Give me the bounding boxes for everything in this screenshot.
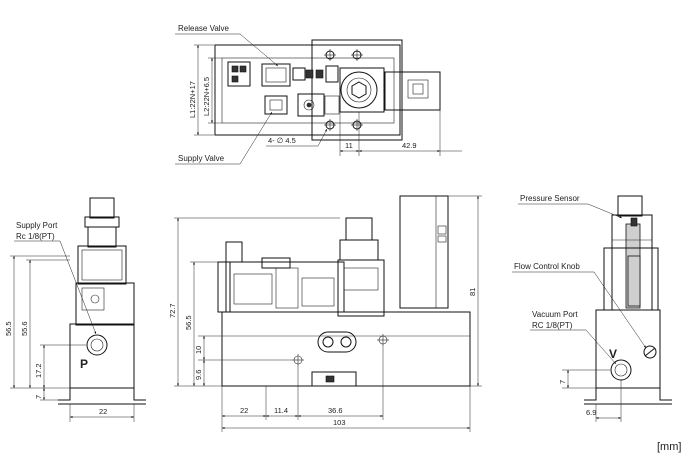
- dim-front-9-6: 9.6: [194, 370, 203, 380]
- dim-left-56-5: 56.5: [4, 321, 13, 336]
- dim-front-22: 22: [240, 406, 248, 415]
- dim-front-72-7: 72.7: [168, 303, 177, 318]
- dim-right-6-9: 6.9: [586, 408, 596, 417]
- dim-front-103: 103: [333, 418, 346, 427]
- dim-42-9: 42.9: [402, 141, 417, 150]
- dim-left-55-6: 55.6: [20, 321, 29, 336]
- right-view: V Pressure Sensor Flow Control Knob Vacu…: [512, 194, 672, 422]
- dim-11: 11: [345, 141, 353, 150]
- dim-l2: L2:22N+6.5: [202, 77, 211, 116]
- dim-front-10: 10: [194, 346, 203, 354]
- flow-control-knob-label: Flow Control Knob: [514, 262, 580, 271]
- top-view: Release Valve Supply Valve L1:22N+17 L2:…: [175, 24, 462, 165]
- dim-right-7: 7: [558, 380, 567, 384]
- supply-port-label: Supply Port: [16, 221, 58, 230]
- dim-front-56-5: 56.5: [184, 315, 193, 330]
- left-view: P Supply Port Rc 1/8(PT) 56.5 55.6 17.2 …: [4, 197, 146, 422]
- dim-l1: L1:22N+17: [188, 81, 197, 118]
- dim-left-17-2: 17.2: [34, 363, 43, 378]
- front-view: 72.7 56.5 10 9.6 81 22 11.4 36.6 103: [168, 195, 482, 432]
- dim-front-81: 81: [468, 288, 477, 296]
- dim-holes: 4- ∅ 4.5: [268, 136, 296, 145]
- pressure-sensor-label: Pressure Sensor: [520, 194, 580, 203]
- supply-port-thread-label: Rc 1/8(PT): [16, 232, 55, 241]
- units-label: [mm]: [657, 441, 681, 453]
- dim-front-11-4: 11.4: [274, 406, 288, 415]
- port-p-label: P: [80, 357, 88, 371]
- supply-valve-label: Supply Valve: [178, 154, 225, 163]
- vacuum-port-label: Vacuum Port: [532, 310, 578, 319]
- dim-front-36-6: 36.6: [328, 406, 343, 415]
- release-valve-label: Release Valve: [178, 24, 230, 33]
- vacuum-port-thread-label: RC 1/8(PT): [532, 321, 573, 330]
- dim-left-22: 22: [99, 407, 107, 416]
- port-v-label: V: [609, 347, 617, 361]
- dim-left-7: 7: [34, 395, 43, 399]
